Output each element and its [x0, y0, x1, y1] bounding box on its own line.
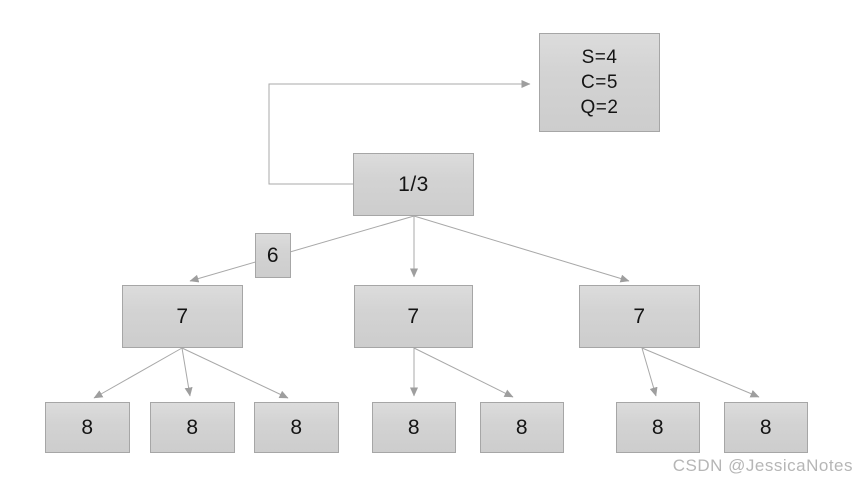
connector-left7-to-leaf3 [181, 347, 289, 399]
node-root: 1/3 [353, 153, 474, 216]
connector-root-to-info [268, 80, 531, 185]
connector-right7-to-leaf6 [641, 347, 658, 397]
connector-root-to-left7 [189, 215, 415, 283]
info-line-c: C=5 [581, 72, 618, 93]
node-label: 7 [407, 304, 420, 328]
node-label: 7 [176, 304, 189, 328]
watermark-text: CSDN @JessicaNotes [672, 456, 853, 475]
node-8-leaf-1: 8 [45, 402, 130, 453]
node-label: 8 [515, 415, 529, 439]
info-line-q: Q=2 [580, 97, 619, 118]
edge-label-6: 6 [255, 233, 291, 278]
connector-right7-to-leaf7 [641, 347, 760, 398]
node-8-leaf-4: 8 [372, 402, 456, 453]
node-label: 8 [81, 415, 94, 439]
node-7-right: 7 [579, 285, 700, 348]
node-label: 8 [186, 415, 199, 439]
info-line-s: S=4 [581, 47, 618, 68]
node-label: 8 [651, 415, 665, 439]
node-8-leaf-7: 8 [724, 402, 808, 453]
node-8-leaf-2: 8 [150, 402, 235, 453]
node-info-box: S=4 C=5 Q=2 [539, 33, 660, 132]
connector-left7-to-leaf1 [93, 347, 183, 399]
node-label: 8 [407, 415, 421, 439]
connector-root-to-right7 [413, 215, 630, 283]
node-label: 8 [759, 415, 773, 439]
node-label: 7 [633, 304, 646, 328]
node-root-label: 1/3 [398, 172, 429, 196]
connector-left7-to-leaf2 [181, 347, 193, 397]
node-8-leaf-5: 8 [480, 402, 564, 453]
node-7-left: 7 [122, 285, 243, 348]
node-label: 8 [290, 415, 303, 439]
node-7-middle: 7 [354, 285, 473, 348]
node-8-leaf-6: 8 [616, 402, 700, 453]
connector-mid7-to-leaf5 [413, 347, 514, 398]
node-8-leaf-3: 8 [254, 402, 339, 453]
edge-label-text: 6 [266, 243, 280, 267]
